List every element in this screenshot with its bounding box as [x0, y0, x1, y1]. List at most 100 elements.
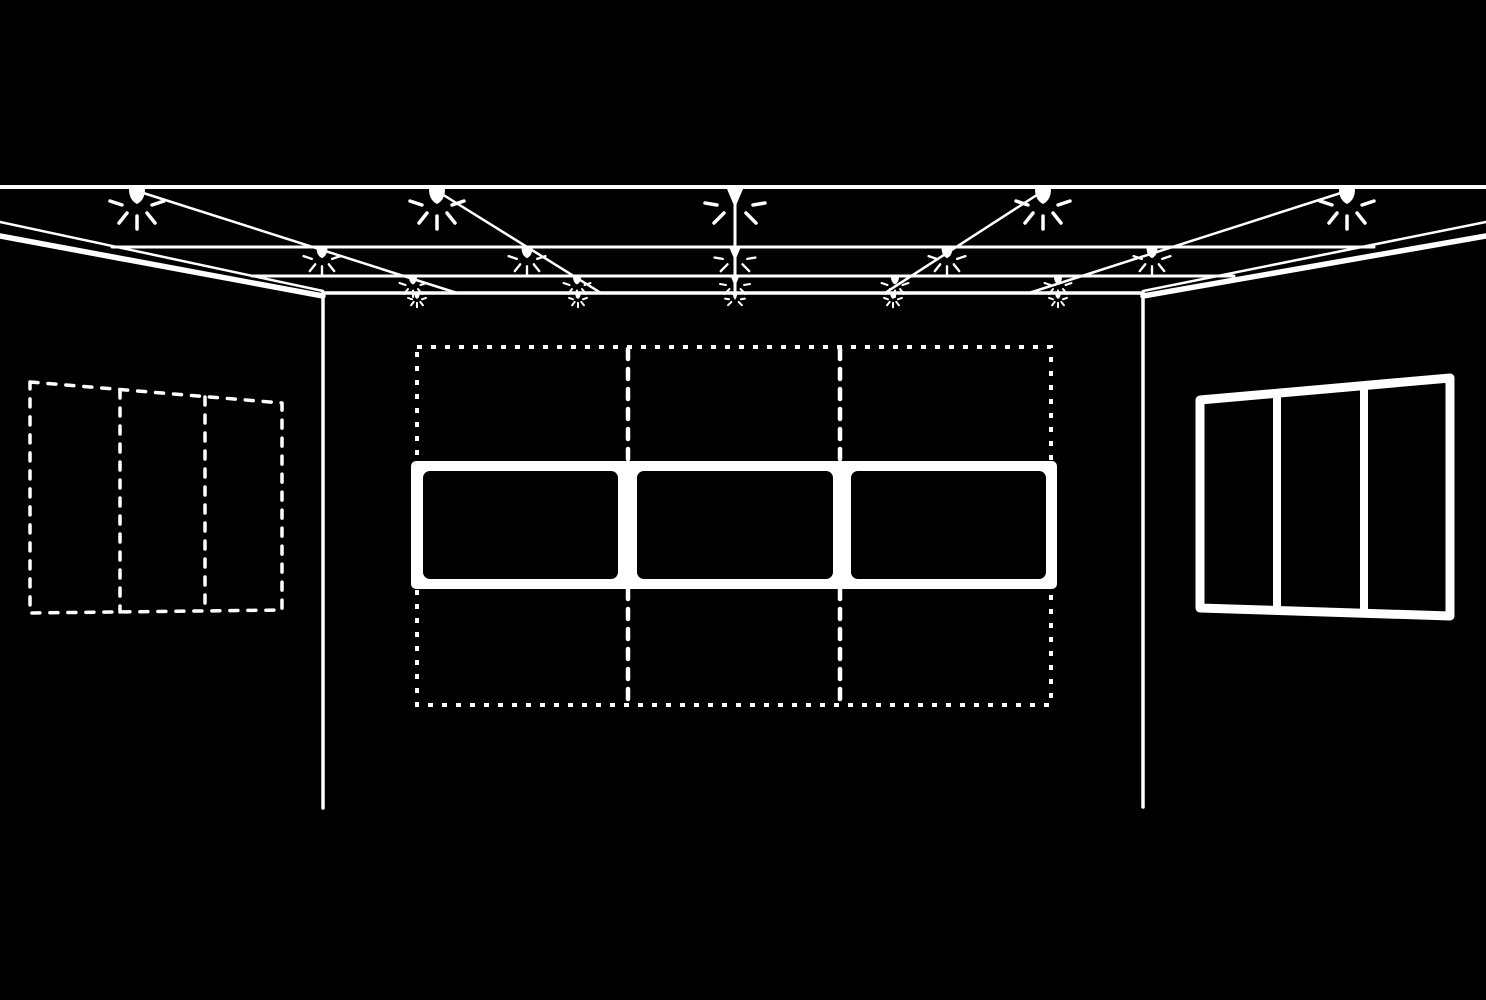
ceiling-light-icon	[1014, 189, 1072, 231]
light-ray	[739, 297, 746, 301]
ceiling-perspective-rails-line	[435, 189, 603, 295]
light-dome	[129, 189, 145, 204]
light-ray	[417, 211, 429, 225]
light-dome	[1054, 277, 1062, 285]
ceiling-light-icon	[408, 189, 466, 231]
light-ray	[1318, 199, 1334, 207]
light-ray	[562, 282, 571, 286]
light-ray	[719, 263, 729, 273]
light-dome	[727, 189, 743, 208]
light-ray	[956, 254, 967, 261]
back-wall-middle-row-band-rect	[851, 471, 1046, 579]
ceiling-light-icon	[568, 294, 588, 309]
light-ray	[927, 254, 938, 261]
ceiling-lights-front-row	[108, 189, 1376, 231]
light-ray	[895, 300, 900, 307]
ceiling-perspective-rails	[135, 189, 1349, 299]
light-ray	[445, 211, 457, 225]
light-dome	[1339, 189, 1355, 204]
ceiling-light-icon	[719, 277, 751, 295]
light-ray	[1064, 282, 1073, 286]
light-ray	[719, 283, 727, 286]
light-ray	[1048, 296, 1055, 301]
light-ray	[1014, 199, 1030, 207]
left-wall-ceiling-junction-line	[0, 220, 325, 293]
light-dome	[890, 294, 896, 299]
back-wall-middle-row-band	[411, 461, 1057, 589]
light-ray	[450, 199, 466, 207]
ceiling-light-icon	[1048, 294, 1068, 309]
light-ray	[327, 263, 336, 273]
light-ray	[568, 296, 575, 301]
right-wall-solid-panel-outline	[1195, 373, 1455, 621]
light-ray	[408, 199, 424, 207]
light-ray	[739, 288, 747, 295]
ceiling-light-icon	[507, 248, 547, 277]
light-dome	[414, 294, 420, 299]
light-ray	[567, 288, 573, 295]
light-ray	[513, 263, 522, 273]
light-ray	[880, 282, 889, 286]
ceiling-light-icon	[703, 189, 767, 225]
light-dome	[732, 294, 738, 301]
left-wall-dashed-panel-outline	[28, 380, 284, 615]
ceiling-light-icon	[927, 248, 967, 277]
light-ray	[723, 288, 731, 295]
light-ray	[713, 256, 724, 261]
light-ray	[419, 282, 428, 286]
light-ray	[737, 300, 743, 307]
ceiling-light-icon	[880, 277, 910, 298]
light-ray	[1360, 199, 1376, 207]
light-ray	[417, 288, 423, 295]
ceiling-light-icon	[108, 189, 166, 231]
light-dome	[409, 277, 417, 285]
ceiling-light-icon	[1132, 248, 1172, 277]
light-ray	[331, 254, 342, 261]
light-ray	[899, 288, 905, 295]
back-wall-top-light-marks	[407, 294, 1068, 309]
light-dome	[316, 248, 328, 259]
right-wall-ceiling-junction-line	[1141, 220, 1486, 293]
ceiling-light-icon	[1318, 189, 1376, 231]
light-ray	[581, 288, 587, 295]
right-wall-ceiling-junction	[1140, 220, 1486, 299]
light-ray	[403, 288, 409, 295]
light-dome	[1055, 294, 1061, 299]
ceiling-cross-beams	[110, 245, 1376, 295]
light-ray	[1060, 300, 1065, 307]
light-dome	[575, 294, 581, 299]
ceiling-perspective-rails-line	[883, 189, 1045, 295]
right-wall-solid-panel	[1195, 373, 1455, 621]
light-ray	[580, 300, 585, 307]
light-ray	[150, 199, 166, 207]
light-ray	[1355, 211, 1367, 225]
light-dome	[941, 248, 953, 259]
light-ray	[532, 263, 541, 273]
light-ray	[1048, 288, 1054, 295]
light-ray	[308, 263, 317, 273]
light-ray	[1157, 263, 1166, 273]
light-ray	[1161, 254, 1172, 261]
light-ray	[536, 254, 547, 261]
light-ray	[1043, 282, 1052, 286]
light-ray	[896, 296, 903, 301]
ceiling-light-icon	[713, 248, 757, 273]
ceiling-perspective-rails-line	[135, 189, 459, 295]
light-ray	[419, 300, 424, 307]
ceiling-lights-middle-row	[302, 248, 1172, 277]
light-ray	[398, 282, 407, 286]
right-wall-ceiling-junction-line	[1140, 233, 1486, 299]
light-dome	[521, 248, 533, 259]
left-wall-dashed-panel	[28, 380, 284, 615]
ceiling-perspective-rails-line	[1027, 189, 1349, 295]
left-wall-ceiling-junction-line	[0, 233, 326, 299]
light-ray	[571, 300, 576, 307]
light-ray	[741, 263, 751, 273]
ceiling-light-icon	[562, 277, 592, 298]
light-ray	[1061, 296, 1068, 301]
light-ray	[1132, 254, 1143, 261]
light-dome	[573, 277, 581, 285]
light-ray	[117, 211, 129, 225]
light-ray	[751, 201, 767, 207]
